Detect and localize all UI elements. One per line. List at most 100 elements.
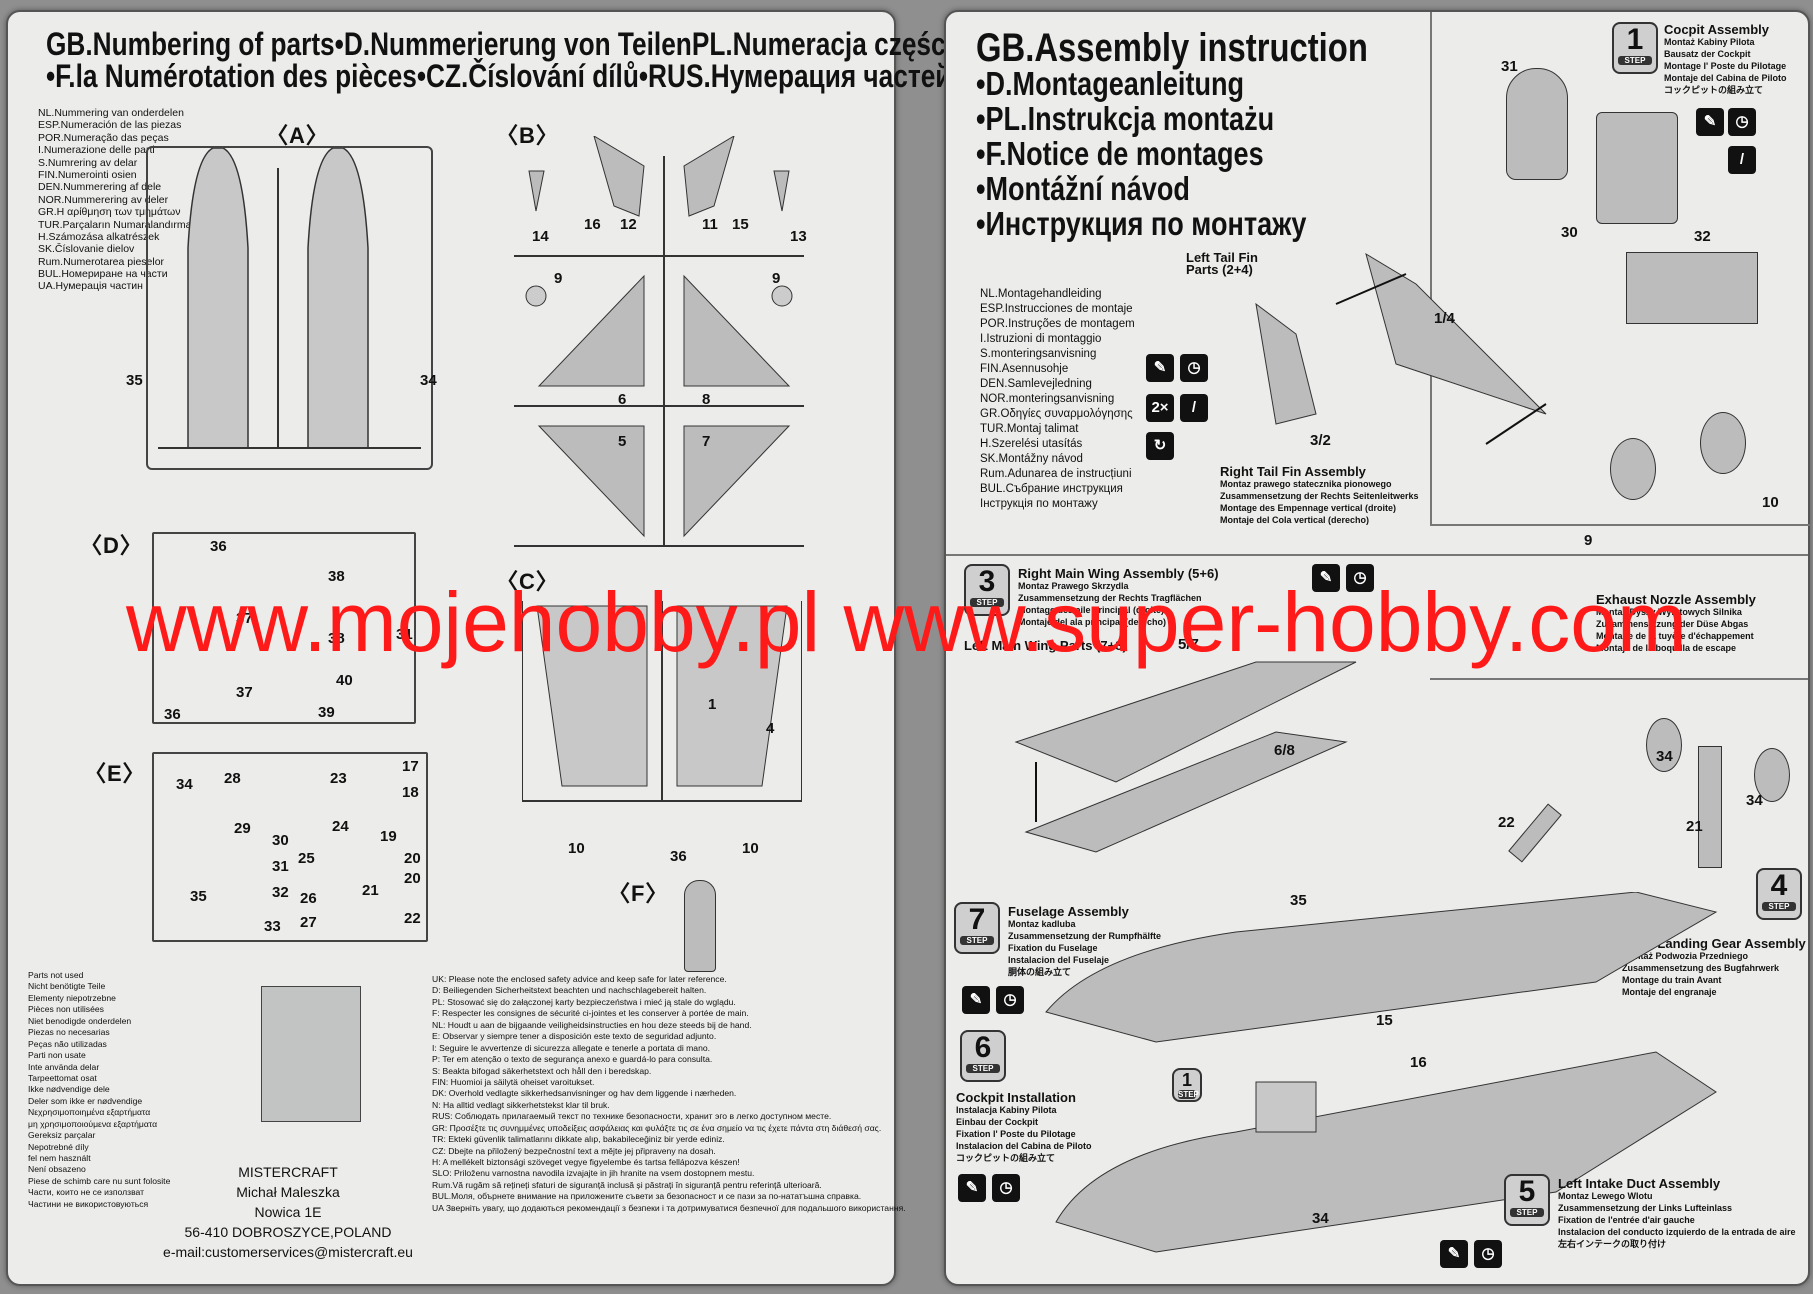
section-f-label: 〈F〉 <box>608 881 669 906</box>
section-c-label: 〈C〉 <box>496 569 559 594</box>
company-address: MISTERCRAFT Michał Maleszka Nowica 1E 56… <box>148 1162 428 1262</box>
flip-icon: ↻ <box>1146 432 1174 460</box>
part-number: 31 <box>272 858 289 875</box>
intake-part <box>536 605 648 787</box>
part-number: 10 <box>568 840 585 857</box>
nose-wheel <box>1754 748 1790 802</box>
knife-icon: / <box>1728 146 1756 174</box>
part-number: 36 <box>164 706 181 723</box>
part-number: 25 <box>298 850 315 867</box>
part-number: 27 <box>300 914 317 931</box>
wing-part <box>683 274 791 387</box>
part-number: 35 <box>126 372 143 389</box>
sprue-d: 36 38 37 38 31 37 40 36 39 <box>152 532 416 724</box>
part-number: 30 <box>1561 224 1578 241</box>
fuselage-lower-right-part <box>307 147 369 449</box>
pilot-figure <box>1506 68 1568 180</box>
paint-icon: ✎ <box>1696 108 1724 136</box>
part-number: 15 <box>732 216 749 233</box>
not-used-swatch <box>261 986 361 1122</box>
part-number: 19 <box>380 828 397 845</box>
intake-part <box>676 605 788 787</box>
part-number: 22 <box>1498 814 1515 831</box>
part-number: 1/4 <box>1434 310 1455 327</box>
part-number: 35 <box>1290 892 1307 909</box>
part-number: 17 <box>402 758 419 775</box>
part-number: 5 <box>618 433 627 450</box>
sprue-a: 35 34 <box>126 146 437 470</box>
wing-upper <box>1014 661 1357 783</box>
part-number: 37 <box>236 684 253 701</box>
part-number: 32 <box>1694 228 1711 245</box>
part-number: 38 <box>328 630 345 647</box>
sprue-e: 34 28 23 17 18 29 24 30 19 25 31 20 35 3… <box>152 752 428 942</box>
part-number: 1 <box>708 696 717 713</box>
part-number: 32 <box>272 884 289 901</box>
numbering-title-line1: GB.Numbering of parts•D.Nummerierung von… <box>46 26 953 62</box>
support-email[interactable]: e-mail:customerservices@mistercraft.eu <box>163 1244 413 1260</box>
nose-gear-strut <box>1698 746 1722 868</box>
part-number: 7 <box>702 433 711 450</box>
watermark-text: www.mojehobby.pl www.super-hobby.com <box>126 575 1687 669</box>
part-number: 30 <box>272 832 289 849</box>
part-number: 10 <box>1762 494 1779 511</box>
glue-time-icon: ◷ <box>996 986 1024 1014</box>
cockpit-tub <box>1626 252 1758 324</box>
glue-time-icon: ◷ <box>1474 1240 1502 1268</box>
left-main-wing-parts: Left Main Wing Parts (7+8) <box>964 638 1127 653</box>
part-number: 9 <box>1584 532 1593 549</box>
part-number: 20 <box>404 850 421 867</box>
fuselage-lower-left-part <box>187 147 249 449</box>
tail-fin-part <box>593 134 645 217</box>
glue-time-icon: ◷ <box>992 1174 1020 1202</box>
tail-fin-left <box>1255 302 1317 425</box>
sprue-b-drawing <box>514 134 804 547</box>
sprue-a-drawing <box>158 147 421 449</box>
fuselage-upper <box>1045 892 1718 1043</box>
part-number: 23 <box>330 770 347 787</box>
wing-lower <box>1024 731 1348 853</box>
part-number: 26 <box>300 890 317 907</box>
part-number: 31 <box>1501 58 1518 75</box>
part-number: 5/7 <box>1178 636 1199 653</box>
glue-time-icon: ◷ <box>1180 354 1208 382</box>
part-number: 6 <box>618 391 627 408</box>
part-number: 36 <box>210 538 227 555</box>
sprue-b: 14 16 12 11 15 13 9 9 6 8 5 7 <box>514 134 807 556</box>
glue-time-icon: ◷ <box>1346 564 1374 592</box>
tail-fin-drawing <box>1255 252 1547 445</box>
paint-icon: ✎ <box>962 986 990 1014</box>
fuselage-drawing <box>1045 892 1718 1253</box>
fuselage-lower <box>1055 1051 1717 1253</box>
canopy-part <box>684 880 716 972</box>
wing-part <box>537 274 645 387</box>
section-a-label: 〈A〉 <box>266 123 329 148</box>
part-number: 39 <box>318 704 335 721</box>
part-number: 16 <box>584 216 601 233</box>
part-number: 40 <box>336 672 353 689</box>
cockpit-assembly-ref <box>1255 1081 1317 1133</box>
safety-notice: UK: Please note the enclosed safety advi… <box>432 974 906 1213</box>
knife-icon: / <box>1180 394 1208 422</box>
section-d-label: 〈D〉 <box>80 533 143 558</box>
section-e-label: 〈E〉 <box>84 761 146 786</box>
part-number: 34 <box>176 776 193 793</box>
part-number: 37 <box>236 610 253 627</box>
numbering-title-line2: •F.la Numérotation des pièces•CZ.Číslová… <box>46 58 952 94</box>
part-number: 6/8 <box>1274 742 1295 759</box>
part-number: 22 <box>404 910 421 927</box>
part-number: 24 <box>332 818 349 835</box>
part-number: 36 <box>670 848 687 865</box>
